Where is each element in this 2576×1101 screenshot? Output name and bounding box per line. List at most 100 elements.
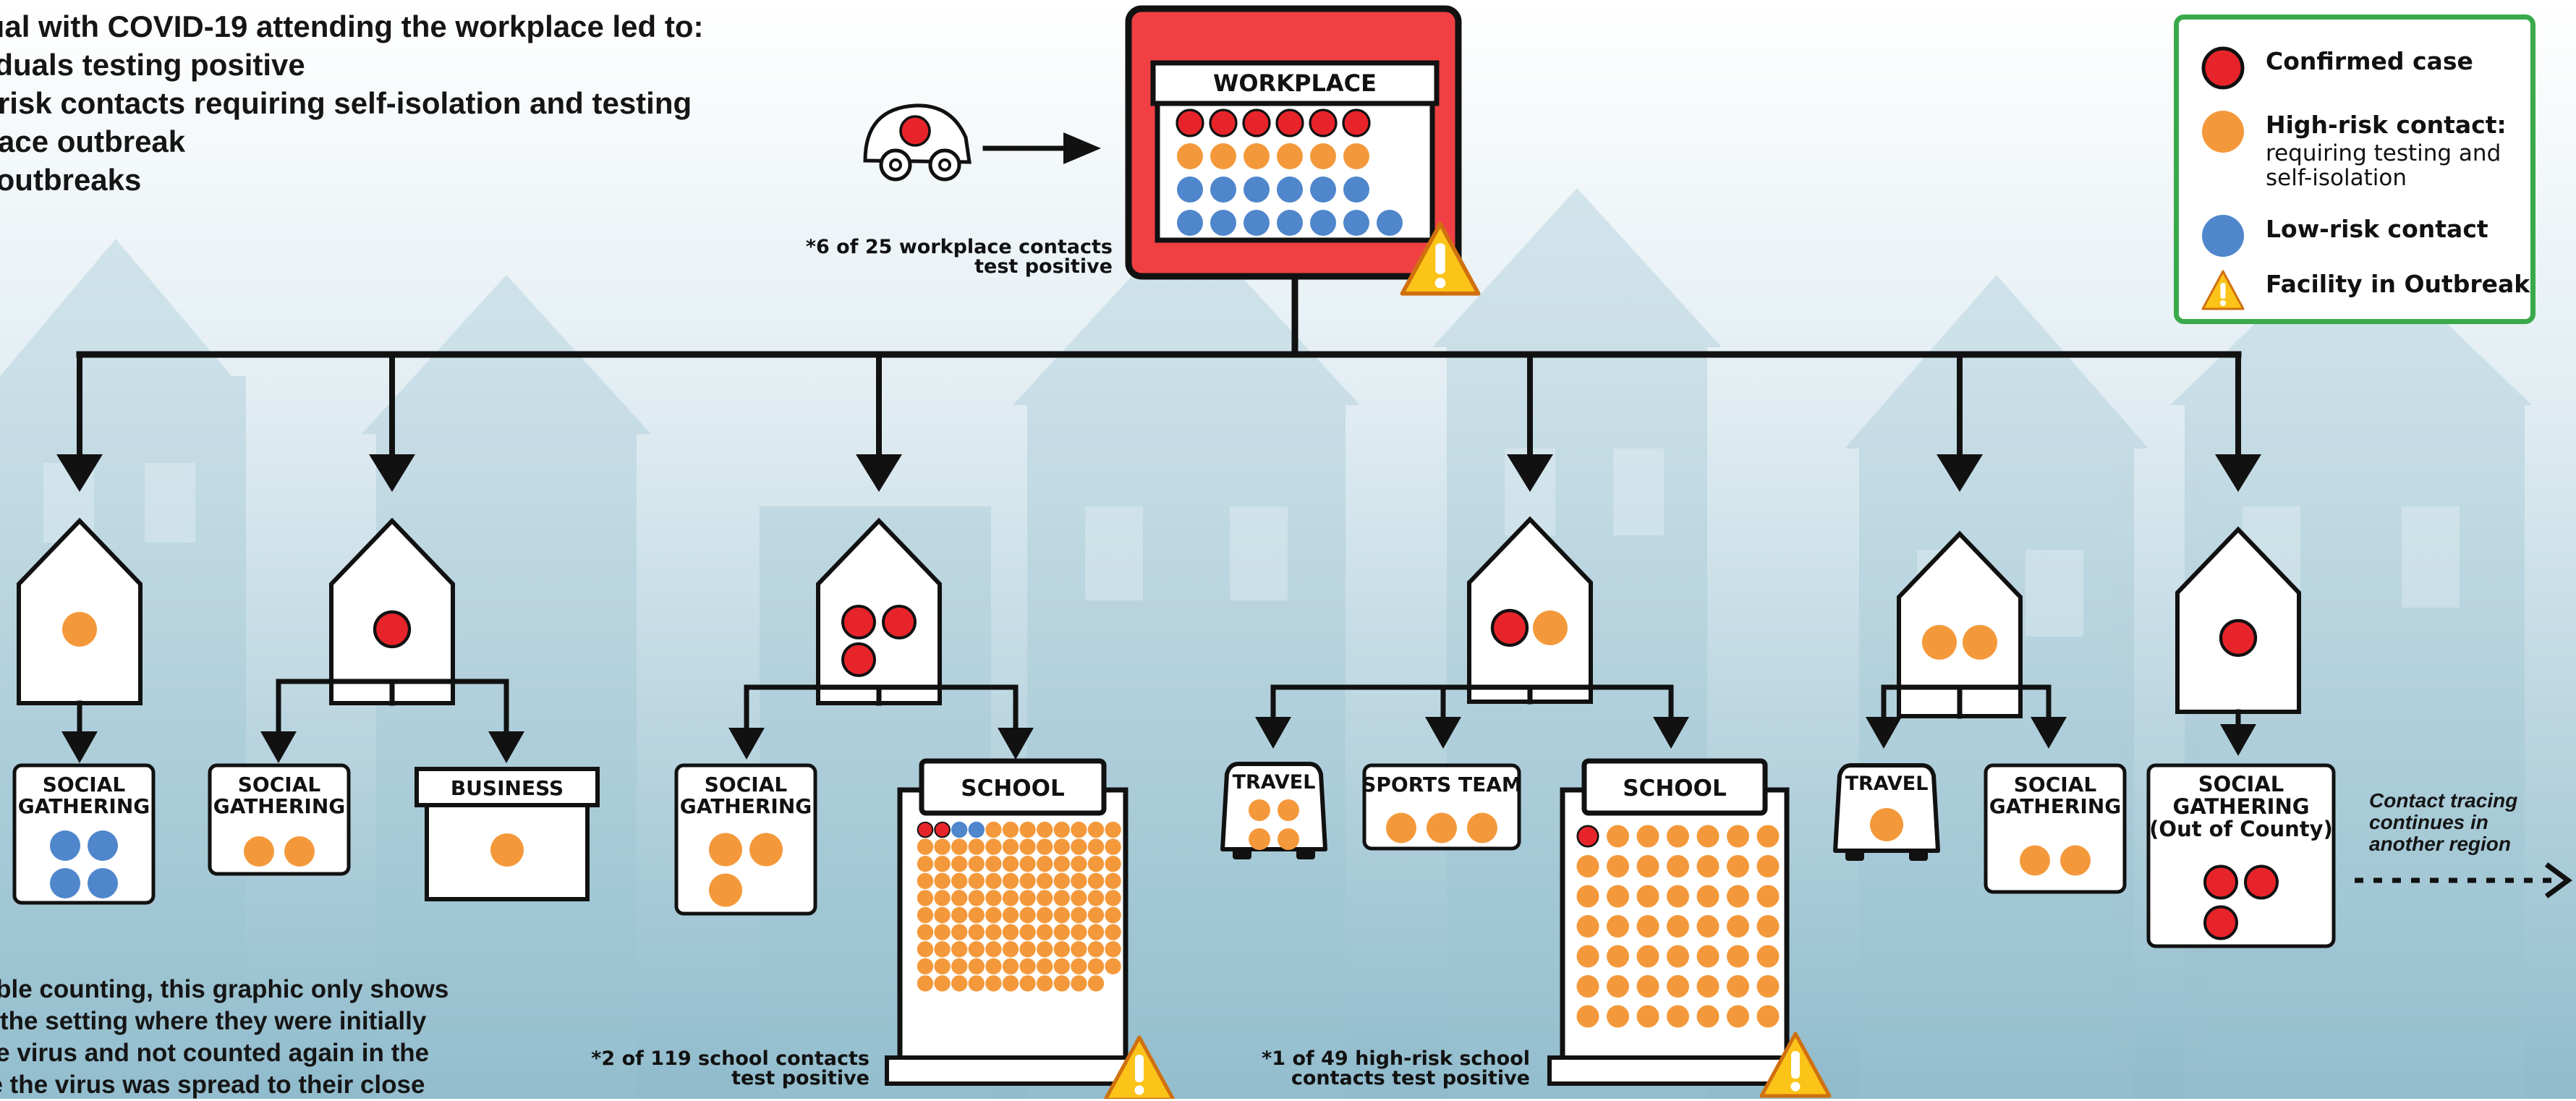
house-icon xyxy=(1897,530,2023,718)
high-risk-contact-dot xyxy=(917,941,934,958)
continuation-text: Contact tracing continues in another reg… xyxy=(2369,790,2517,855)
high-risk-contact-dot xyxy=(1607,885,1629,908)
high-risk-contact-dot xyxy=(1756,855,1780,877)
high-risk-contact-dot xyxy=(1019,924,1036,940)
high-risk-contact-dot xyxy=(968,941,985,958)
high-risk-contact-dot xyxy=(1105,941,1121,958)
travel-outline xyxy=(1220,762,1327,851)
high-risk-contact-dot xyxy=(1467,812,1497,843)
school-caption: *2 of 119 school contacts xyxy=(591,1047,870,1070)
high-risk-contact-dot xyxy=(951,975,968,992)
travel-icon: TRAVEL xyxy=(1833,763,1940,861)
car-hub xyxy=(938,158,951,171)
low-risk-contact-icon xyxy=(2202,215,2244,257)
setting-title: SCHOOL xyxy=(1623,775,1726,802)
high-risk-contact-dot xyxy=(1533,610,1568,645)
high-risk-contact-dot xyxy=(968,975,985,992)
arrow-head-icon xyxy=(728,728,765,760)
high-risk-contact-dot xyxy=(934,906,951,924)
high-risk-contact-dot xyxy=(1922,624,1957,660)
high-risk-contact-dot xyxy=(1002,872,1019,890)
warning-dot xyxy=(1134,1085,1144,1095)
high-risk-contact-dot xyxy=(1053,958,1071,975)
confirmed-case-dot xyxy=(1242,109,1271,137)
workplace-sign xyxy=(1150,60,1440,106)
house-icon xyxy=(17,517,143,705)
low-risk-contact-dot xyxy=(1177,210,1203,236)
warning-icon xyxy=(2201,270,2245,310)
high-risk-contact-dot xyxy=(1636,975,1659,998)
high-risk-contact-dot xyxy=(951,906,968,924)
travel-icon: TRAVEL xyxy=(1220,762,1327,859)
warning-bar xyxy=(1435,243,1445,274)
high-risk-contact-dot xyxy=(1087,821,1105,838)
high-risk-contact-dot xyxy=(1727,915,1749,938)
high-risk-contact-dot xyxy=(934,872,951,890)
warning-dot xyxy=(1790,1081,1801,1092)
high-risk-contact-dot xyxy=(1019,941,1036,958)
box-outline xyxy=(2146,763,2336,948)
high-risk-contact-dot xyxy=(951,890,968,906)
low-risk-contact-dot xyxy=(1377,210,1403,236)
confirmed-case-dot xyxy=(841,604,876,639)
high-risk-contact-dot xyxy=(1105,958,1121,975)
high-risk-contact-dot xyxy=(1607,915,1629,938)
setting-title: GATHERING xyxy=(2172,794,2309,819)
high-risk-contact-dot xyxy=(1667,945,1689,968)
high-risk-contact-dot xyxy=(1607,1005,1629,1028)
high-risk-contact-dot xyxy=(1087,890,1105,906)
high-risk-contact-dot xyxy=(1037,872,1053,890)
house-icon xyxy=(2175,526,2301,714)
school-base xyxy=(1547,1055,1802,1086)
high-risk-contact-dot xyxy=(1756,915,1780,938)
high-risk-contact-dot xyxy=(1087,872,1105,890)
house-outline xyxy=(1467,516,1593,704)
confirmed-case-icon xyxy=(2201,46,2245,90)
setting-title: SOCIAL xyxy=(43,773,126,796)
high-risk-contact-dot xyxy=(1002,975,1019,992)
legend-label: High-risk contact: xyxy=(2266,111,2507,139)
summary-line: igh-risk contacts requiring self-isolati… xyxy=(0,86,692,120)
workplace-title: WORKPLACE xyxy=(1213,69,1377,97)
arrow-head-icon xyxy=(856,454,902,492)
high-risk-contact-dot xyxy=(1053,924,1071,940)
high-risk-contact-dot xyxy=(985,821,1002,838)
high-risk-contact-dot xyxy=(985,872,1002,890)
setting-title: GATHERING xyxy=(18,794,150,818)
workplace-caption: *6 of 25 workplace contacts xyxy=(806,236,1113,258)
low-risk-contact-dot xyxy=(1210,210,1236,236)
arrow-head-icon xyxy=(1866,717,1902,749)
high-risk-contact-dot xyxy=(985,838,1002,855)
legend-item-outbreak: Facility in Outbreak xyxy=(2201,268,2530,313)
high-risk-contact-dot xyxy=(1019,856,1036,872)
arrow-head-icon xyxy=(1937,454,1983,492)
setting-title: SCHOOL xyxy=(961,775,1064,802)
setting-title: SPORTS TEAM xyxy=(1361,773,1522,796)
high-risk-contact-dot xyxy=(1636,885,1659,908)
low-risk-contact-dot xyxy=(1177,177,1203,203)
high-risk-contact-dot xyxy=(1667,1005,1689,1028)
high-risk-contact-dot xyxy=(951,924,968,940)
confirmed-case-dot xyxy=(1176,109,1204,137)
high-risk-contact-dot xyxy=(1071,975,1087,992)
setting-title: SOCIAL xyxy=(705,773,788,796)
low-risk-contact-dot xyxy=(1310,210,1336,236)
high-risk-contact-dot xyxy=(1087,924,1105,940)
high-risk-contact-dot xyxy=(1696,855,1720,877)
wheel xyxy=(1296,848,1315,859)
arrow-head-icon xyxy=(2544,862,2572,898)
high-risk-contact-dot xyxy=(1002,890,1019,906)
high-risk-contact-dot xyxy=(1244,143,1270,169)
legend-sublabel: self-isolation xyxy=(2266,165,2407,191)
arrow-head-icon xyxy=(260,731,297,763)
arrow-head-icon xyxy=(1507,454,1553,492)
high-risk-contact-dot xyxy=(1019,975,1036,992)
high-risk-contact-dot xyxy=(1727,975,1749,998)
high-risk-contact-dot xyxy=(1756,975,1780,998)
note-line: double counting, this graphic only shows xyxy=(0,975,449,1003)
high-risk-contact-dot xyxy=(1963,624,1997,660)
high-risk-contact-dot xyxy=(1727,885,1749,908)
house-outline xyxy=(1897,530,2023,718)
high-risk-contact-dot xyxy=(1053,856,1071,872)
high-risk-contact-dot xyxy=(1087,941,1105,958)
